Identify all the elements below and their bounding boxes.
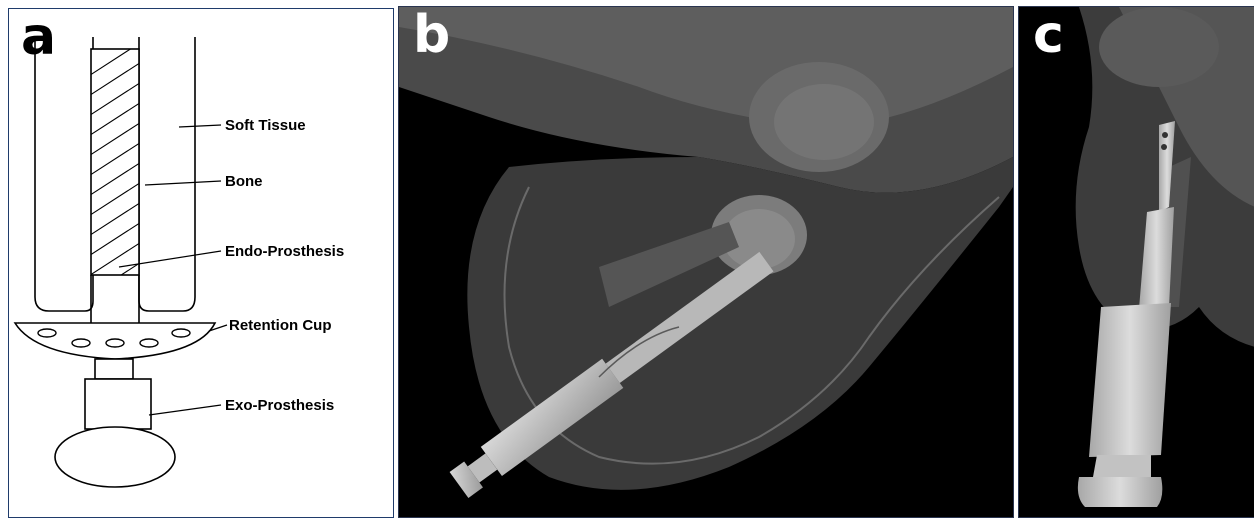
label-exo-prosthesis: Exo-Prosthesis — [225, 397, 334, 414]
bone-shape — [91, 49, 139, 275]
panel-a: Soft Tissue Bone Endo-Prosthesis Retenti… — [8, 8, 394, 518]
xray-image-c — [1019, 7, 1254, 517]
exo-prosthesis-shape — [85, 379, 151, 429]
label-endo-prosthesis: Endo-Prosthesis — [225, 243, 344, 260]
soft-tissue-outline-right — [139, 37, 195, 311]
xray-image-b — [399, 7, 1013, 517]
label-bone: Bone — [225, 173, 263, 190]
label-retention-cup: Retention Cup — [229, 317, 332, 334]
exo-connector-shape — [95, 359, 133, 379]
panel-letter-a: a — [21, 11, 56, 63]
panel-c: c — [1018, 6, 1254, 518]
panel-letter-b: b — [413, 9, 450, 61]
panel-letter-c: c — [1033, 9, 1064, 61]
label-soft-tissue: Soft Tissue — [225, 117, 306, 134]
soft-tissue-outline-left — [35, 37, 93, 311]
endo-prosthesis-shape — [91, 275, 139, 323]
schematic-diagram: Soft Tissue Bone Endo-Prosthesis Retenti… — [9, 9, 393, 517]
panel-b: b — [398, 6, 1014, 518]
exo-foot-shape — [55, 427, 175, 487]
